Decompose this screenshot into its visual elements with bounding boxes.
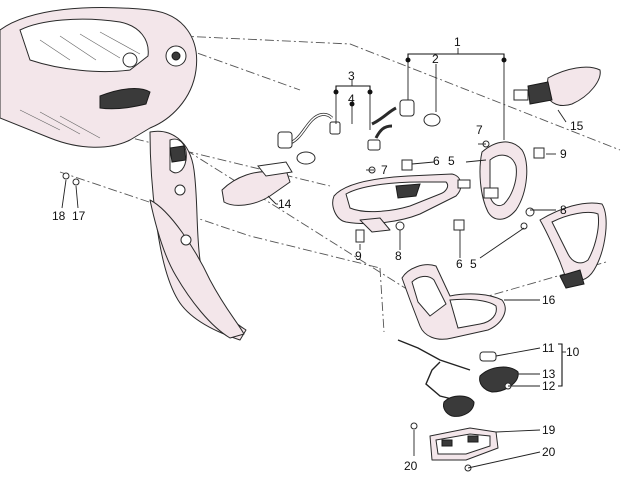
part-10-plate-lamp[interactable] [397,339,519,417]
callout-20-right: 20 [542,445,556,459]
callout-1: 1 [454,35,461,49]
bulb-2[interactable] [399,99,441,127]
callout-8-left: 8 [395,249,402,263]
callout-20-left: 20 [404,459,418,473]
bulb-set-3[interactable] [277,106,397,165]
callout-7-left: 7 [381,163,388,177]
callout-labels: 1 2 3 4 5 5 6 6 7 7 8 8 9 9 10 11 12 13 … [52,35,584,473]
callout-3: 3 [348,69,355,83]
callout-9-left: 9 [355,249,362,263]
callout-brackets [333,48,566,387]
callout-9-right: 9 [560,147,567,161]
callout-11: 11 [542,341,555,355]
right-light-housing[interactable] [457,141,528,220]
callout-13: 13 [542,367,556,381]
callout-17: 17 [72,209,86,223]
part-16-license-plate-holder[interactable] [401,264,506,340]
callout-16: 16 [542,293,556,307]
callout-19: 19 [542,423,556,437]
callout-6-bottom: 6 [456,257,463,271]
callout-5-bottom: 5 [470,257,477,271]
callout-18: 18 [52,209,66,223]
callout-4: 4 [348,92,355,106]
rear-side-panel [539,202,607,289]
part-15-right-indicator[interactable] [513,66,601,123]
rear-frame-assembly [0,7,247,341]
callout-8-right: 8 [560,203,567,217]
callout-12: 12 [542,379,556,393]
callout-14: 14 [278,197,292,211]
callout-7-right: 7 [476,123,483,137]
callout-6-top: 6 [433,154,440,168]
leader-lines [61,143,556,469]
part-19-bracket[interactable] [429,427,499,461]
callout-5-top: 5 [448,154,455,168]
callout-15: 15 [570,119,584,133]
callout-10: 10 [566,345,580,359]
tail-light-housing[interactable] [332,173,462,233]
callout-2: 2 [432,52,439,66]
part-14-left-indicator[interactable] [221,161,293,206]
